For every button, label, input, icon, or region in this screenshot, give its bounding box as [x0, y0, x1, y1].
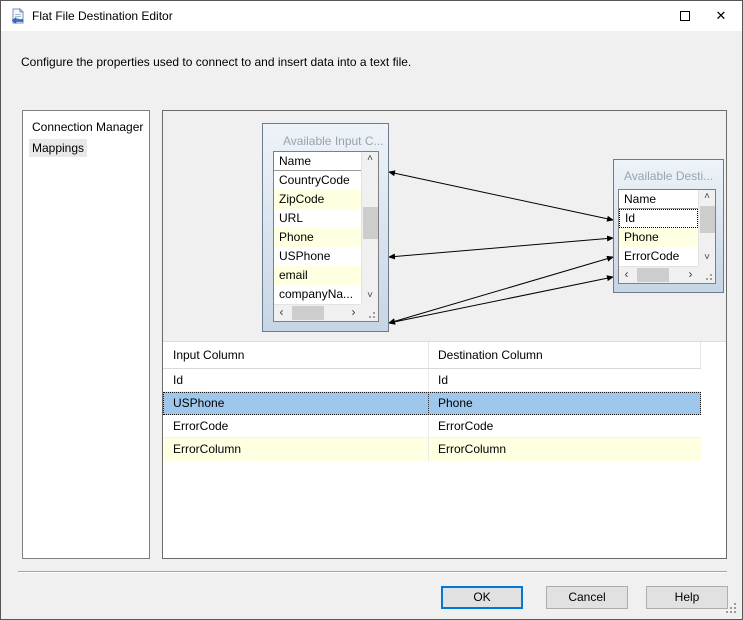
- cancel-button[interactable]: Cancel: [546, 586, 628, 609]
- input-column-item[interactable]: Phone: [274, 228, 361, 247]
- scroll-right-icon[interactable]: ›: [683, 267, 698, 283]
- destination-column-item[interactable]: Id: [619, 209, 698, 228]
- destination-list-header: Name: [619, 190, 698, 209]
- connector-id[interactable]: [389, 172, 613, 220]
- input-column-item[interactable]: email: [274, 266, 361, 285]
- destination-horizontal-scrollbar[interactable]: ‹ ›: [619, 266, 698, 283]
- input-column-item[interactable]: CountryCode: [274, 171, 361, 190]
- ok-button[interactable]: OK: [441, 586, 523, 609]
- title-bar: Flat File Destination Editor ✕: [1, 1, 742, 31]
- scroll-up-icon[interactable]: ˄: [362, 152, 378, 167]
- grip-dots-icon: [710, 278, 712, 280]
- maximize-button[interactable]: [666, 1, 704, 31]
- available-input-columns-box[interactable]: Available Input C... Name CountryCode Zi…: [262, 123, 389, 332]
- input-column-header: Input Column: [163, 342, 429, 368]
- destination-vertical-scrollbar[interactable]: ˄ ˅: [698, 190, 715, 266]
- scroll-left-icon[interactable]: ‹: [274, 305, 289, 321]
- help-button[interactable]: Help: [646, 586, 728, 609]
- scrollbar-thumb[interactable]: [363, 207, 378, 239]
- grip-dots-icon: [373, 316, 375, 318]
- input-horizontal-scrollbar[interactable]: ‹ ›: [274, 304, 361, 321]
- close-icon: ✕: [716, 1, 727, 31]
- destination-box-title: Available Desti...: [624, 169, 719, 183]
- available-destination-columns-box[interactable]: Available Desti... Name Id Phone ErrorCo…: [613, 159, 724, 293]
- table-row-selected[interactable]: USPhone Phone: [163, 392, 701, 415]
- input-column-item[interactable]: ZipCode: [274, 190, 361, 209]
- scroll-left-icon[interactable]: ‹: [619, 267, 634, 283]
- window-resize-grip[interactable]: [734, 611, 736, 613]
- mapping-diagram: Available Input C... Name CountryCode Zi…: [163, 111, 726, 341]
- input-list-header: Name: [274, 152, 361, 171]
- destination-column-header: Destination Column: [429, 342, 701, 368]
- button-separator: [18, 571, 727, 573]
- scrollbar-thumb[interactable]: [700, 206, 715, 233]
- table-row[interactable]: ErrorCode ErrorCode: [163, 415, 701, 438]
- input-columns-list: Name CountryCode ZipCode URL Phone USPho…: [273, 151, 379, 322]
- close-button[interactable]: ✕: [702, 1, 740, 31]
- nav-item-mappings[interactable]: Mappings: [23, 138, 149, 159]
- maximize-icon: [680, 11, 690, 21]
- table-row[interactable]: Id Id: [163, 369, 701, 392]
- destination-column-item[interactable]: ErrorCode: [619, 247, 698, 266]
- input-column-item[interactable]: URL: [274, 209, 361, 228]
- list-resize-grip[interactable]: [698, 266, 715, 283]
- scroll-down-icon[interactable]: ˅: [362, 289, 378, 304]
- window-title: Flat File Destination Editor: [32, 1, 173, 31]
- page-list: Connection Manager Mappings: [22, 110, 150, 559]
- destination-column-item[interactable]: Phone: [619, 228, 698, 247]
- nav-item-connection-manager[interactable]: Connection Manager: [23, 117, 149, 138]
- mapping-table-header: Input Column Destination Column: [163, 342, 701, 369]
- scroll-right-icon[interactable]: ›: [346, 305, 361, 321]
- mapping-table: Input Column Destination Column Id Id US…: [163, 341, 726, 558]
- input-column-item[interactable]: companyNa...: [274, 285, 361, 304]
- scroll-up-icon[interactable]: ˄: [699, 190, 715, 205]
- scroll-down-icon[interactable]: ˅: [699, 251, 715, 266]
- table-row[interactable]: ErrorColumn ErrorColumn: [163, 438, 701, 461]
- connector-errorcolumn[interactable]: [389, 277, 613, 323]
- input-box-title: Available Input C...: [283, 134, 383, 148]
- mappings-panel: Available Input C... Name CountryCode Zi…: [162, 110, 727, 559]
- connector-usphone-phone[interactable]: [389, 238, 613, 257]
- dialog-description: Configure the properties used to connect…: [21, 55, 721, 69]
- connector-errorcode[interactable]: [389, 257, 613, 323]
- input-column-item[interactable]: USPhone: [274, 247, 361, 266]
- scrollbar-thumb[interactable]: [292, 306, 324, 320]
- destination-columns-list: Name Id Phone ErrorCode ˄ ˅ ‹ ›: [618, 189, 716, 284]
- scrollbar-thumb[interactable]: [637, 268, 669, 282]
- flat-file-destination-icon: [10, 8, 26, 24]
- list-resize-grip[interactable]: [361, 304, 378, 321]
- input-vertical-scrollbar[interactable]: ˄ ˅: [361, 152, 378, 304]
